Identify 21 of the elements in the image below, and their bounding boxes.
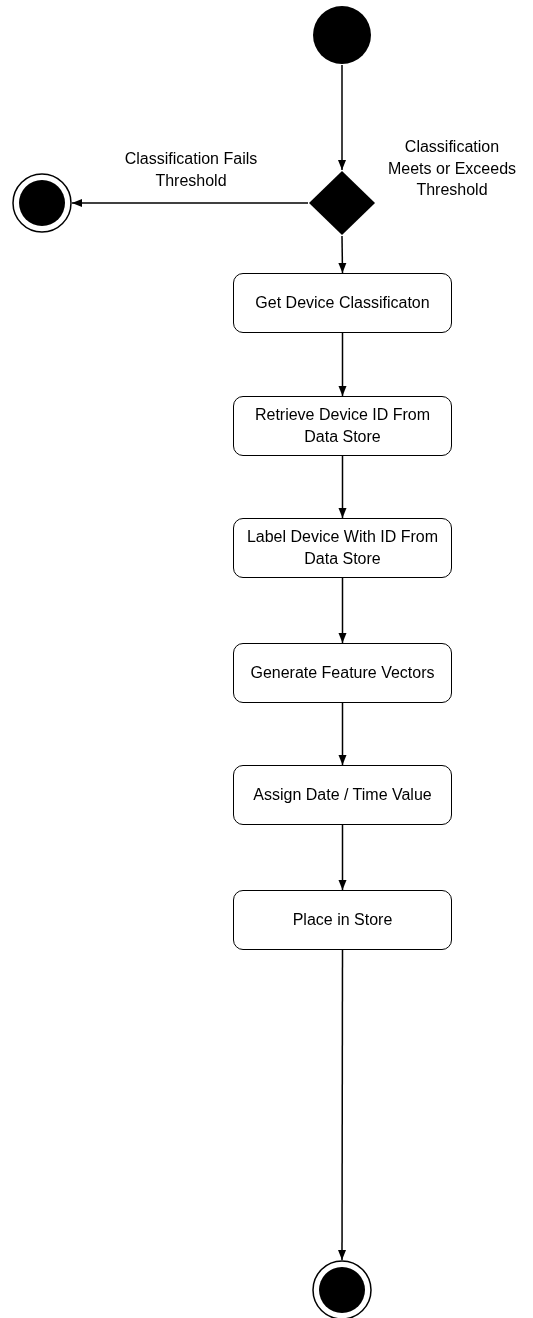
arrow [338, 455, 347, 519]
arrow [338, 702, 347, 766]
action-text: Label Device With ID From Data Store [245, 527, 440, 569]
arrow [338, 332, 347, 397]
action-box [233, 273, 452, 333]
arrow [338, 824, 347, 891]
arrow [338, 235, 347, 274]
action-text: Retrieve Device ID From Data Store [253, 405, 432, 447]
action-box [233, 518, 452, 578]
arrow [338, 577, 347, 644]
action-box [233, 643, 452, 703]
arrow [338, 949, 346, 1261]
arrow [71, 199, 309, 207]
action-text: Place in Store [292, 910, 393, 931]
action-text: Get Device Classificaton [255, 293, 430, 314]
arrow [338, 64, 346, 171]
action-text: Generate Feature Vectors [250, 663, 435, 684]
action-box [233, 396, 452, 456]
action-box [233, 890, 452, 950]
action-box [233, 765, 452, 825]
action-text: Assign Date / Time Value [253, 785, 432, 806]
